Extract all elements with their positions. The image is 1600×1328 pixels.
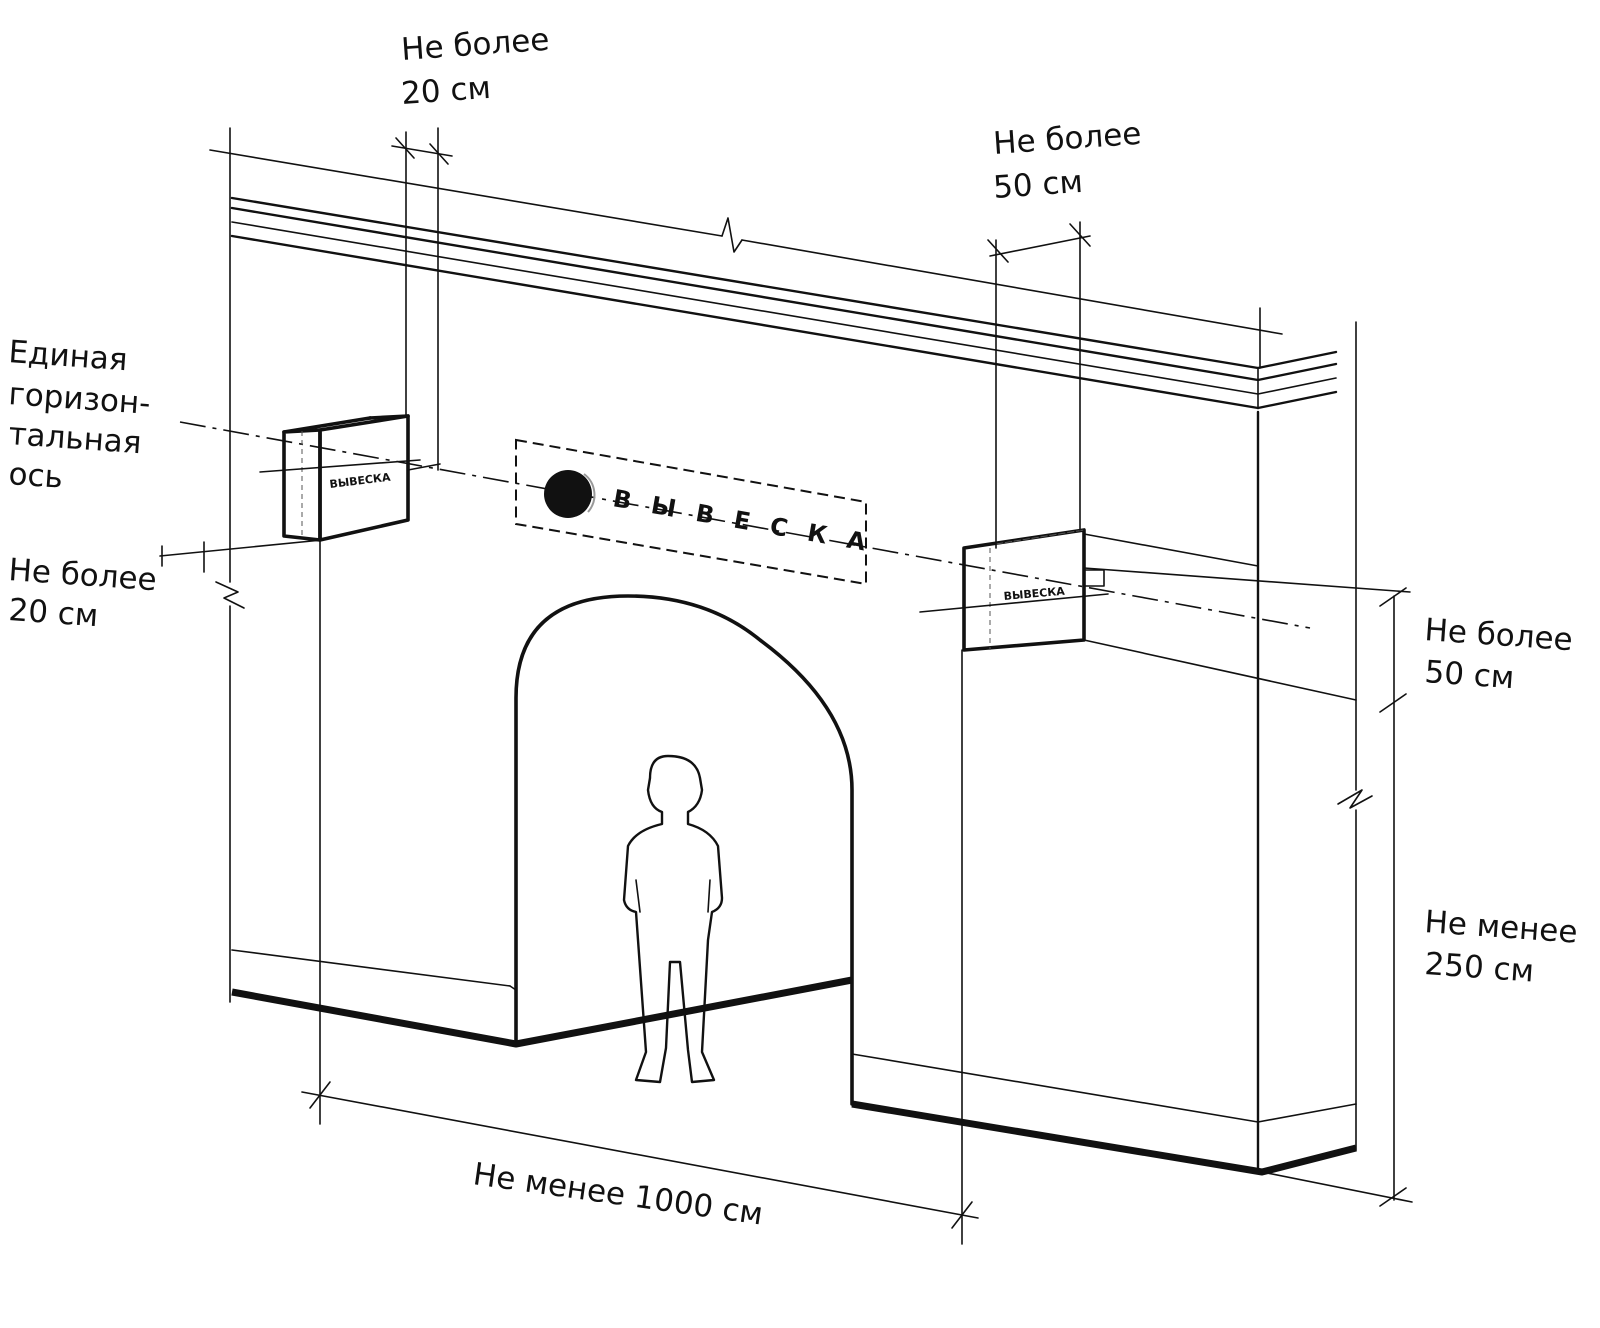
label-axis-line2: горизон- (7, 376, 151, 422)
right-break-mark (1337, 789, 1373, 809)
left-box-top-right (368, 414, 410, 420)
main-sign-logo-highlight (583, 473, 596, 513)
main-sign: В Ы В Е С К А (515, 438, 874, 586)
horizontal-axis-line (179, 421, 1311, 629)
dim-bottom-tick-2 (951, 1201, 973, 1229)
label-top-right-line1: Не более (992, 116, 1142, 162)
label-axis-line3: тальная (7, 416, 142, 461)
left-box-text: ВЫВЕСКА (329, 471, 392, 491)
label-top-right-line2: 50 см (992, 164, 1084, 206)
label-left-line2: 20 см (7, 592, 99, 634)
arch-outline (514, 594, 854, 1106)
label-axis-line4: ось (7, 456, 64, 496)
dimensions (159, 127, 1413, 1245)
dim-bottom-line (301, 1091, 979, 1219)
dim-right-tick-2 (1379, 693, 1407, 713)
dim-right-tick-3 (1379, 1187, 1407, 1207)
building-facade (209, 127, 1373, 1176)
left-box-bracket (407, 463, 441, 471)
cornice-line-2 (230, 206, 1260, 382)
label-right-mid-line2: 50 см (1423, 654, 1515, 696)
person-right-arm (707, 879, 711, 913)
cornice-return-1 (1256, 350, 1338, 370)
right-box-mid-line (919, 593, 1109, 613)
labels: Не более 20 см Не более 50 см Единая гор… (7, 22, 1578, 1233)
label-axis-line1: Единая (7, 334, 128, 378)
dim-right-ext-top (1083, 567, 1411, 593)
label-left-line1: Не более (7, 552, 157, 598)
cornice-return-2 (1256, 362, 1338, 382)
arch-inner-left (509, 985, 517, 991)
base-line-left (231, 976, 853, 1048)
right-box-text: ВЫВЕСКА (1003, 585, 1066, 603)
cornice-line-1 (230, 196, 1260, 370)
person-outline (622, 754, 724, 1084)
dim-bottom-tick-1 (309, 1081, 331, 1109)
left-box-mid-line (259, 459, 421, 473)
dim-top-right-tick-2 (1069, 223, 1091, 247)
roof-dim-line-left (209, 149, 723, 237)
label-right-bottom-line1: Не менее (1423, 904, 1578, 951)
plinth-line-left (231, 949, 511, 987)
person-silhouette (622, 754, 724, 1084)
right-bracket-sign: ВЫВЕСКА (919, 528, 1357, 701)
cornice-return-4 (1256, 390, 1338, 410)
label-top-left-line2: 20 см (400, 70, 492, 112)
label-bottom: Не менее 1000 см (471, 1156, 765, 1232)
right-box-bracket (1083, 569, 1105, 587)
dim-top-left-tick-1 (395, 137, 415, 159)
dim-top-right-line (989, 235, 1091, 257)
main-sign-logo-circle (544, 470, 592, 518)
label-right-bottom-line2: 250 см (1423, 946, 1535, 990)
right-box-top-ext (1083, 533, 1259, 567)
cornice-return-3 (1257, 377, 1337, 395)
base-line-right (851, 1100, 1357, 1176)
right-box-top-back (995, 529, 1085, 545)
left-break-mark (215, 581, 245, 609)
person-left-arm (635, 879, 641, 913)
main-sign-frame (515, 438, 867, 586)
dim-right-ext-bottom (1261, 1171, 1413, 1203)
left-bracket-sign: ВЫВЕСКА (259, 414, 441, 542)
dim-left-line (159, 539, 323, 557)
cornice-line-3 (231, 221, 1259, 395)
roof-dim-break (721, 217, 743, 253)
label-right-mid-line1: Не более (1423, 612, 1573, 658)
dim-top-left-tick-2 (429, 143, 449, 165)
roof-dim-line-right (741, 239, 1283, 335)
plinth-line-side (1257, 1103, 1357, 1123)
plinth-line-right (851, 1053, 1259, 1123)
dim-top-left-line (391, 145, 453, 157)
dim-top-right-tick-1 (987, 239, 1009, 263)
right-box-bottom-ext (1083, 639, 1357, 701)
cornice-line-4 (230, 234, 1260, 410)
left-box-top-back (282, 416, 372, 434)
label-top-left-line1: Не более (400, 22, 550, 68)
arch-opening (509, 594, 854, 1106)
